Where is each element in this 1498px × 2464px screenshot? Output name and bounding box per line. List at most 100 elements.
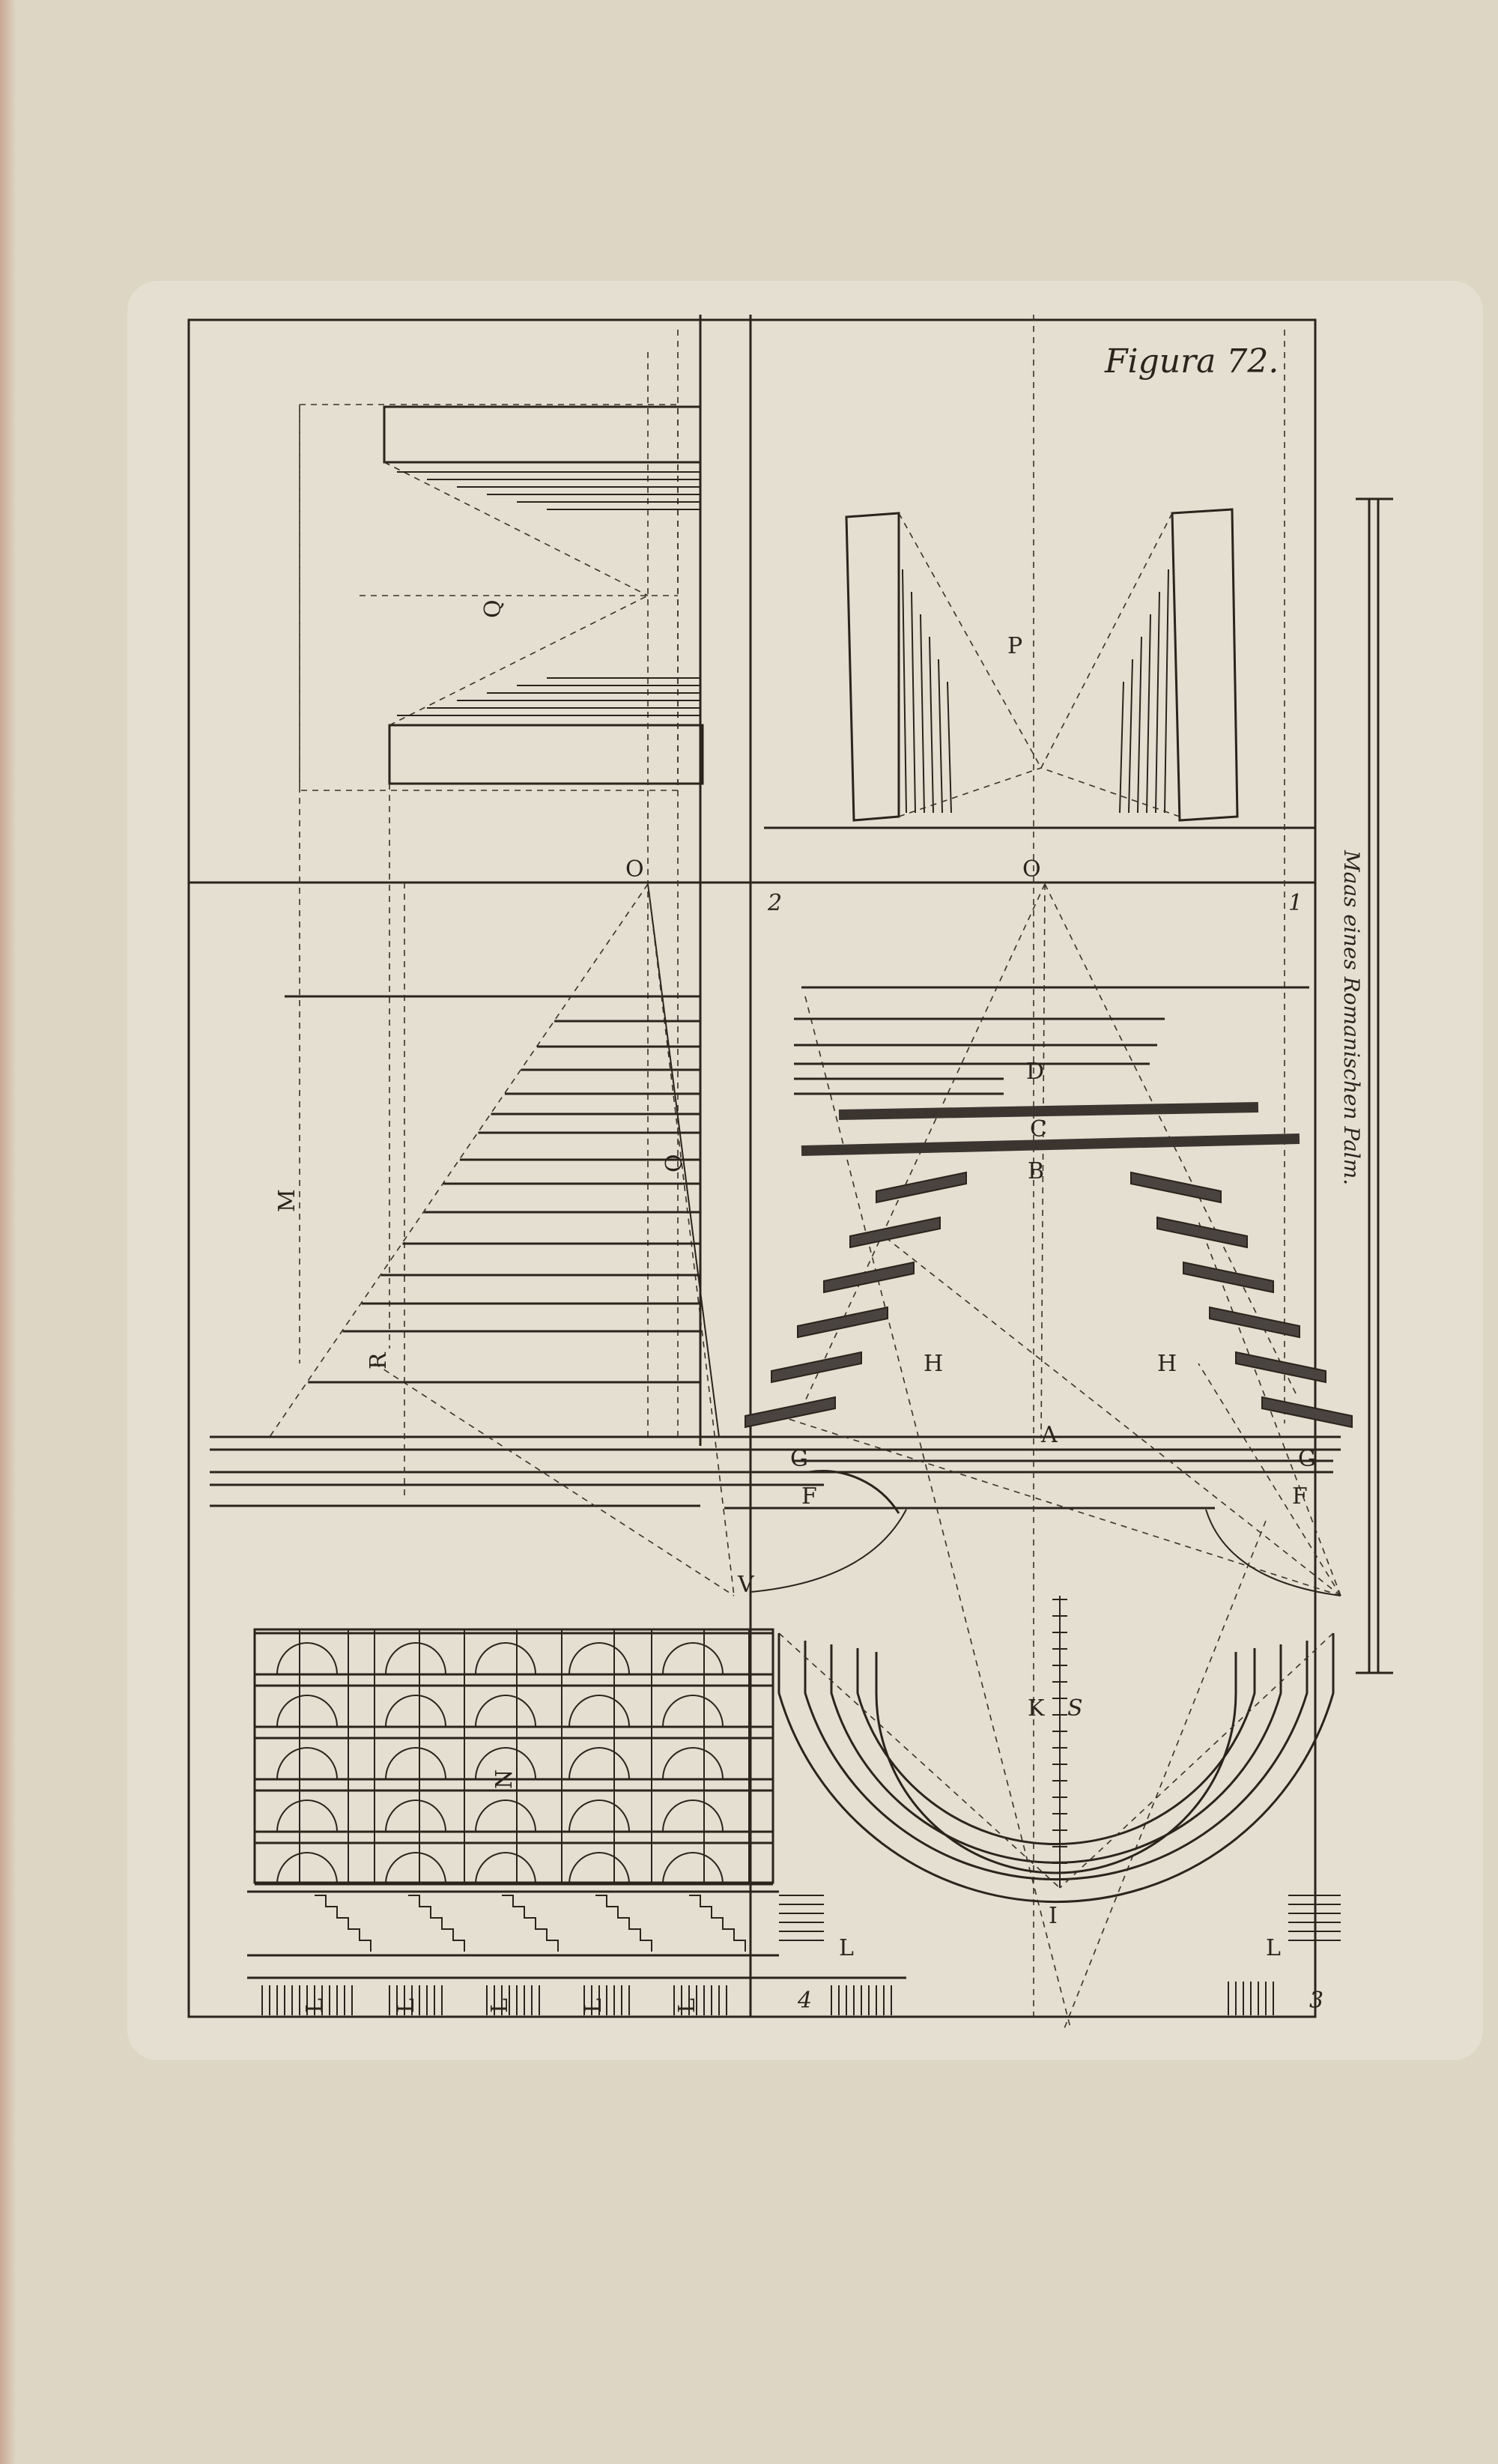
label-q: Q	[480, 599, 506, 618]
engraving-line	[920, 614, 925, 814]
label-i: I	[1049, 1903, 1058, 1929]
engraving-arch	[595, 1895, 652, 1952]
scale-bar	[1356, 497, 1393, 1674]
plank	[745, 1396, 836, 1429]
engraving-arch	[568, 1747, 630, 1780]
engraving-line	[1128, 659, 1133, 814]
engraving-arch	[502, 1895, 559, 1952]
perspective-left	[269, 405, 735, 1596]
engraving-line	[911, 591, 916, 814]
diagram-p	[764, 315, 1315, 2017]
label-f-right: F	[1292, 1483, 1308, 1510]
engraving-line	[947, 681, 952, 814]
engraving-arch	[568, 1695, 630, 1728]
label-n: N	[491, 1770, 518, 1789]
label-b: B	[1028, 1158, 1044, 1184]
plank	[1209, 1306, 1300, 1339]
label-g-right: G	[1298, 1446, 1316, 1472]
diagram-q	[299, 330, 704, 1438]
engraving-arch	[276, 1799, 338, 1832]
plank	[1130, 1171, 1222, 1204]
frame-lines	[187, 315, 1341, 2018]
engraving-line	[929, 636, 934, 814]
label-o-right: O	[1022, 856, 1041, 883]
plank	[1156, 1216, 1248, 1249]
label-l-bottom: L	[674, 1998, 700, 2013]
engraving-arch	[475, 1747, 536, 1780]
label-l-bottom: L	[580, 1998, 607, 2013]
engraving-arch	[385, 1799, 446, 1832]
label-3: 3	[1309, 1988, 1323, 2014]
engraving-arch	[475, 1799, 536, 1832]
engraving-arch	[568, 1799, 630, 1832]
scale-caption: Maas eines Romanischen Palm.	[1339, 850, 1364, 1185]
label-s: S	[1067, 1695, 1083, 1722]
label-o-diag: O	[661, 1154, 688, 1172]
engraving-arch	[276, 1747, 338, 1780]
page-gutter	[0, 0, 16, 2464]
plank	[771, 1351, 862, 1384]
engraving-line	[1146, 614, 1151, 814]
engraving-arch	[662, 1852, 724, 1885]
engraving-arch	[385, 1642, 446, 1675]
engraving-arch	[385, 1852, 446, 1885]
label-f-left: F	[801, 1483, 817, 1510]
plank	[797, 1306, 888, 1339]
engraving-arch	[276, 1695, 338, 1728]
label-c: C	[1030, 1116, 1047, 1142]
label-l-mid: L	[839, 1935, 854, 1961]
label-1: 1	[1288, 890, 1303, 916]
engraving-arch	[475, 1695, 536, 1728]
engraving-arch	[689, 1895, 746, 1952]
engraving-line	[1164, 569, 1169, 814]
engraving-line	[938, 659, 943, 814]
label-k: K	[1028, 1695, 1045, 1722]
label-l-bottom: L	[302, 1998, 328, 2013]
engraving-line	[902, 569, 907, 814]
engraving-arch	[475, 1642, 536, 1675]
label-o-left: O	[625, 856, 644, 883]
label-m: M	[274, 1189, 300, 1212]
figure-title: Figura 72.	[1104, 342, 1279, 381]
label-4: 4	[797, 1988, 812, 2014]
engraving-arch	[662, 1642, 724, 1675]
label-v: V	[737, 1572, 755, 1598]
perspective-right	[745, 883, 1353, 2031]
label-a: A	[1040, 1422, 1058, 1448]
engraving-arch	[662, 1799, 724, 1832]
engraving-arch	[385, 1695, 446, 1728]
label-l-right: L	[1266, 1935, 1281, 1961]
plank	[1183, 1261, 1274, 1294]
engraving-arch	[568, 1852, 630, 1885]
engraving-arch	[315, 1895, 372, 1952]
plank	[1261, 1396, 1353, 1429]
plank	[823, 1261, 915, 1294]
engraving-arch	[276, 1642, 338, 1675]
engraving-arch	[276, 1852, 338, 1885]
engraving-line	[1137, 636, 1142, 814]
label-g-left: G	[790, 1446, 808, 1472]
label-p: P	[1007, 633, 1022, 659]
engraving-arch	[568, 1642, 630, 1675]
engraving-arch	[408, 1895, 465, 1952]
plank	[849, 1216, 941, 1249]
engraving-arch	[475, 1852, 536, 1885]
engraving-arch	[385, 1747, 446, 1780]
label-h-right: H	[1157, 1351, 1177, 1377]
label-2: 2	[767, 890, 782, 916]
label-l-bottom: L	[393, 1998, 419, 2013]
plate-impression	[127, 281, 1483, 2060]
label-r: R	[366, 1351, 392, 1369]
semicircle-plan	[777, 1596, 1335, 1903]
label-d: D	[1026, 1059, 1044, 1085]
elevation-n	[247, 1628, 1341, 2015]
plank	[876, 1171, 967, 1204]
engraving-line	[1119, 681, 1124, 814]
label-l-bottom: L	[487, 1998, 513, 2013]
engraving-arch	[662, 1695, 724, 1728]
labels: Figura 72. Maas eines Romanischen Palm. …	[274, 342, 1364, 2014]
label-h-left: H	[924, 1351, 943, 1377]
engraving-arch	[662, 1747, 724, 1780]
